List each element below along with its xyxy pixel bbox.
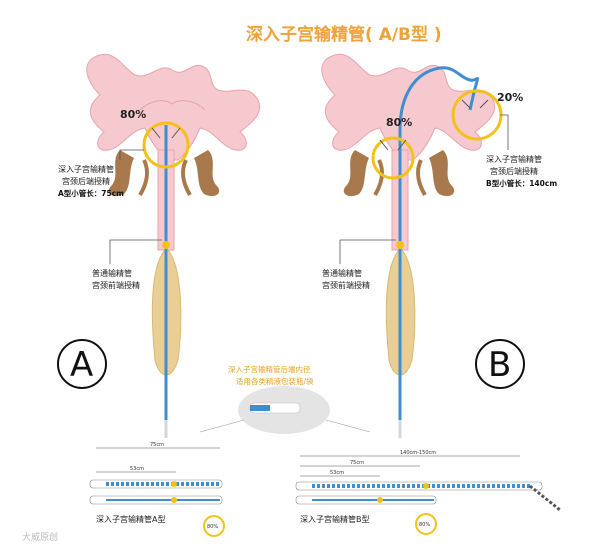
percent-side-b: 20% <box>497 91 523 104</box>
dim-mid-b: 75cm <box>350 460 364 466</box>
tube-length-a: A型小管长：75cm <box>58 188 124 198</box>
watermark: 大威原创 <box>22 531 58 543</box>
badge-a-text: 80% <box>207 524 218 530</box>
normal-label-a-2: 宫颈前端授精 <box>92 280 140 290</box>
deep-label-b-1: 深入子宫输精管 <box>486 154 542 164</box>
deep-label-a-1: 深入子宫输精管 <box>58 164 114 174</box>
deep-label-b-2: 宫颈后端授精 <box>490 166 538 176</box>
deep-label-a-2: 宫颈后端授精 <box>62 176 110 186</box>
ovary-left-a <box>108 150 134 197</box>
letter-circle-a <box>57 339 107 389</box>
badge-b-text: 80% <box>419 522 430 528</box>
normal-label-a-1: 普通输精管 <box>92 268 132 278</box>
dim-outer-a: 75cm <box>150 442 164 448</box>
percent-a: 80% <box>120 108 146 121</box>
diagram-title: 深入子宫输精管( A/B型 ) <box>246 24 442 45</box>
normal-label-b-2: 宫颈前端授精 <box>322 280 370 290</box>
cervix-ring-a <box>142 121 190 169</box>
uterus-b <box>321 53 496 161</box>
dim-inner-a: 53cm <box>130 466 144 472</box>
badge-a <box>203 515 225 537</box>
cervix-ring-b <box>371 136 415 180</box>
caption-a: 深入子宫输精管A型 <box>96 514 165 524</box>
catheter-b <box>398 66 479 430</box>
dim-outer-b: 140cm-150cm <box>400 450 436 456</box>
letter-b: B <box>488 345 511 385</box>
badge-b <box>415 513 437 535</box>
center-note-1: 深入子宫输精管后端内径 <box>228 364 311 374</box>
center-note: 深入子宫输精管后端内径 适用各类精液包装瓶/袋 <box>199 364 371 434</box>
diagram-a: 80% 深入子宫输精管 宫颈后端授精 A型小管长：75cm 普通输精管 宫颈前端… <box>57 53 261 438</box>
bottom-tube-b: 140cm-150cm 75cm 53cm 深入子宫输精管B型 80% <box>295 450 561 535</box>
percent-main-b: 80% <box>386 116 412 129</box>
diagram-b: 80% 20% 深入子宫输精管 宫颈后端授精 B型小管长：140cm 普通输精管… <box>321 53 557 438</box>
center-note-2: 适用各类精液包装瓶/袋 <box>236 376 314 386</box>
bottom-tube-a: 75cm 53cm 深入子宫输精管A型 80% <box>89 442 225 537</box>
ovary-right-a <box>194 150 220 197</box>
uterus-a <box>86 53 261 161</box>
dim-inner-b: 53cm <box>330 470 344 476</box>
ovary-right-b <box>429 150 455 197</box>
normal-label-b-1: 普通输精管 <box>322 268 362 278</box>
letter-a: A <box>70 345 93 385</box>
ovary-left-b <box>343 150 369 197</box>
letter-circle-b <box>475 339 525 389</box>
caption-b: 深入子宫输精管B型 <box>300 514 370 524</box>
tube-length-b: B型小管长：140cm <box>486 178 557 188</box>
